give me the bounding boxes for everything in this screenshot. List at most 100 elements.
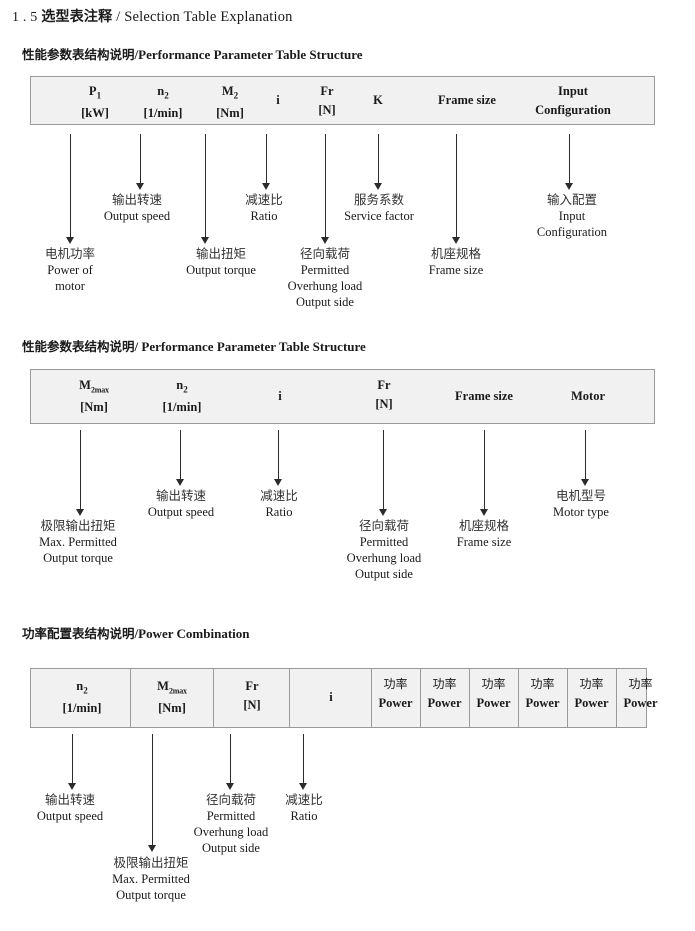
arrow-to-power-of-motor (66, 134, 75, 244)
annotation-input-configuration-en-1: Input (558, 209, 586, 223)
table2-col-fr-unit: [N] (375, 397, 393, 412)
annotation-ratio-1-cn: 减速比 (245, 192, 283, 207)
annotation-input-configuration-en-2: Configuration (536, 225, 608, 239)
annotation-service-factor: 服务系数 Service factor (325, 192, 433, 224)
table1-col-n2-sub: 2 (164, 90, 169, 101)
section2-heading-sep: / (134, 339, 139, 354)
section-heading-en: Performance Parameter Table Structure (138, 47, 363, 62)
annotation-output-speed-1-en: Output speed (103, 209, 171, 223)
annotation-motor-type-en: Motor type (553, 505, 609, 519)
annotation-output-torque-cn: 输出扭矩 (195, 246, 246, 261)
table2-col-m2max-unit: [Nm] (80, 399, 108, 414)
table3-col-power-3: 功率 Power (470, 678, 517, 710)
annotation-motor-type-cn: 电机型号 (555, 488, 606, 503)
table1-col-k-symbol: K (373, 93, 383, 107)
table1-col-fr-symbol: Fr (320, 84, 334, 98)
annotation-ratio-2: 减速比 Ratio (243, 488, 315, 520)
table3-divider (371, 669, 372, 727)
table3-col-power-5: 功率 Power (568, 678, 615, 710)
arrow-to-motor-type (581, 430, 590, 486)
annotation-overhung-load-2-en-3: Output side (355, 567, 413, 581)
annotation-max-permitted-output-torque-2: 极限输出扭矩 Max. Permitted Output torque (24, 518, 132, 566)
section-heading-power-combination: 功率配置表结构说明/Power Combination (22, 623, 250, 642)
table3-col-power-2: 功率 Power (421, 678, 468, 710)
annotation-ratio-3-en: Ratio (290, 809, 318, 823)
table2-col-n2-symbol: n (176, 378, 184, 392)
table3-divider (518, 669, 519, 727)
table3-divider (420, 669, 421, 727)
table2-col-i: i (259, 389, 301, 403)
table3-col-i-symbol: i (329, 690, 333, 704)
section-heading-cn: 性能参数表结构说明 (22, 47, 135, 62)
annotation-frame-size-1-en: Frame size (428, 263, 484, 277)
table3-col-power-4: 功率 Power (519, 678, 566, 710)
table1-col-fr: Fr [N] (298, 84, 356, 117)
table3-col-power-6-en: Power (623, 696, 658, 711)
table3-col-power-6-cn: 功率 (628, 677, 653, 691)
annotation-overhung-load-1-cn: 径向载荷 (299, 246, 350, 261)
table2-col-i-symbol: i (278, 389, 282, 403)
arrow-to-ratio (262, 134, 271, 190)
annotation-output-torque: 输出扭矩 Output torque (160, 246, 282, 278)
annotation-service-factor-en: Service factor (344, 209, 414, 223)
table3-col-n2-symbol: n (76, 679, 84, 693)
annotation-ratio-1: 减速比 Ratio (228, 192, 300, 224)
table3-col-m2max-sub: 2max (168, 686, 187, 696)
table1-col-p1: P1 [kW] (59, 84, 131, 120)
table3-col-power-3-en: Power (476, 696, 511, 711)
table2-col-motor: Motor (547, 389, 629, 403)
table3-col-power-1: 功率 Power (372, 678, 419, 710)
arrow-to-frame-size (452, 134, 461, 244)
table3-col-power-1-en: Power (378, 696, 413, 711)
annotation-overhung-load-2-en-1: Permitted (359, 535, 409, 549)
arrow-to-max-permitted-output-torque-2 (76, 430, 85, 516)
annotation-overhung-load-3: 径向载荷 Permitted Overhung load Output side (175, 792, 287, 856)
table3-divider (130, 669, 131, 727)
table3-divider (213, 669, 214, 727)
arrow-to-ratio-2 (274, 430, 283, 486)
arrow-to-service-factor (374, 134, 383, 190)
annotation-overhung-load-3-cn: 径向载荷 (205, 792, 256, 807)
arrow-to-output-speed (136, 134, 145, 190)
table3-divider (567, 669, 568, 727)
table2-col-motor-symbol: Motor (570, 389, 605, 403)
annotation-overhung-load-3-en-2: Overhung load (193, 825, 269, 839)
table3-divider (616, 669, 617, 727)
annotation-max-torque-2-en-2: Output torque (43, 551, 113, 565)
table2-col-n2-sub: 2 (183, 384, 188, 395)
annotation-output-speed-3-en: Output speed (36, 809, 104, 823)
performance-parameter-table-1: P1 [kW] n2 [1/min] M2 [Nm] i Fr [N] K Fr… (30, 76, 655, 125)
table3-col-fr: Fr [N] (217, 679, 287, 712)
annotation-input-configuration: 输入配置 Input Configuration (512, 192, 632, 240)
annotation-power-of-motor-cn: 电机功率 (44, 246, 95, 261)
table1-col-m2-sub: 2 (233, 90, 239, 101)
annotation-frame-size-1-cn: 机座规格 (430, 246, 481, 261)
page-title-cn: 选型表注释 (41, 9, 113, 25)
annotation-max-torque-3-en-1: Max. Permitted (112, 872, 190, 886)
section-heading-performance-1: 性能参数表结构说明/Performance Parameter Table St… (22, 44, 363, 63)
annotation-power-of-motor-en-2: motor (55, 279, 85, 293)
table2-col-m2max-sub: 2max (90, 385, 109, 395)
annotation-frame-size-2-en: Frame size (456, 535, 512, 549)
arrow-to-ratio-3 (299, 734, 308, 790)
annotation-overhung-load-2: 径向载荷 Permitted Overhung load Output side (328, 518, 440, 582)
annotation-ratio-3: 减速比 Ratio (268, 792, 340, 824)
annotation-output-speed-2-en: Output speed (147, 505, 215, 519)
table3-col-power-6: 功率 Power (617, 678, 664, 710)
table1-col-i: i (258, 93, 298, 107)
annotation-output-speed-2-cn: 输出转速 (155, 488, 206, 503)
table2-col-n2: n2 [1/min] (139, 378, 225, 414)
page-title: 1 . 5 选型表注释 / Selection Table Explanatio… (12, 6, 293, 26)
table1-col-p1-symbol: P (88, 84, 97, 98)
table1-col-input-configuration: Input Configuration (509, 84, 637, 117)
annotation-frame-size-2-cn: 机座规格 (458, 518, 509, 533)
table1-col-frame-size-symbol: Frame size (438, 93, 496, 107)
table3-divider (469, 669, 470, 727)
annotation-service-factor-cn: 服务系数 (353, 192, 404, 207)
annotation-power-of-motor-en-1: Power of (47, 263, 93, 277)
table1-col-p1-unit: [kW] (81, 105, 109, 120)
table3-col-fr-symbol: Fr (245, 679, 259, 693)
annotation-output-torque-en: Output torque (186, 263, 256, 277)
section-heading-sep: / (134, 47, 139, 62)
arrow-to-permitted-overhung-load-3 (226, 734, 235, 790)
